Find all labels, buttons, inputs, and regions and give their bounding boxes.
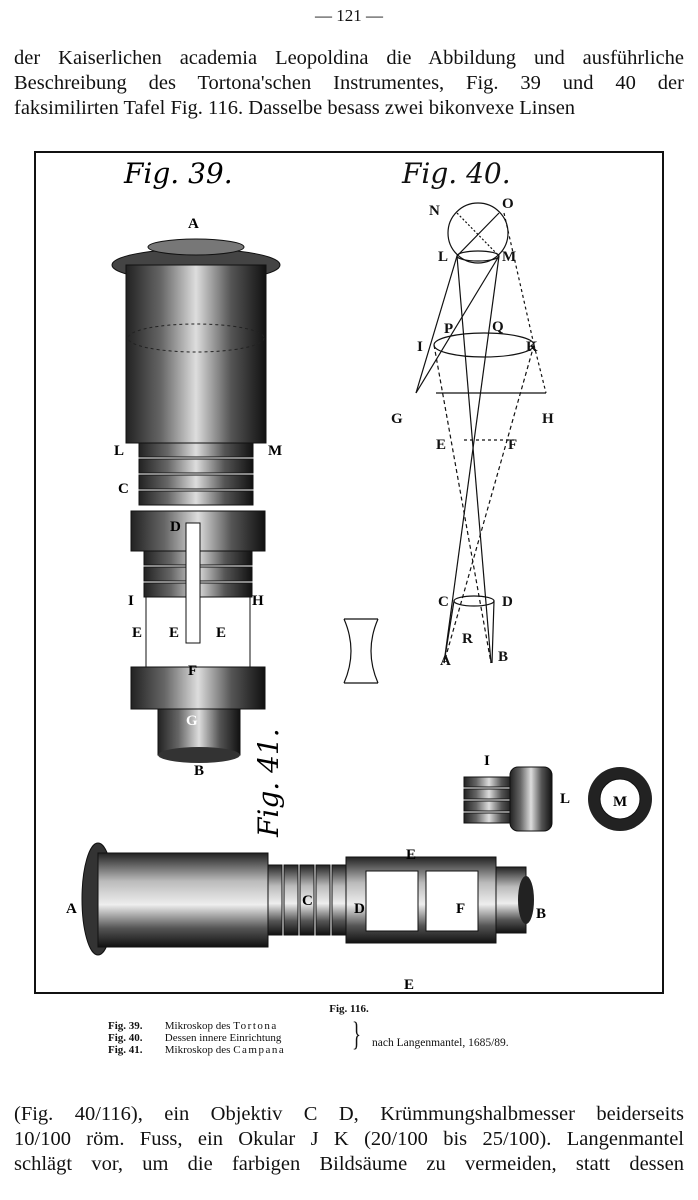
fig39-label: F: [188, 663, 197, 679]
legend-desc: Dessen innere Einrichtung: [164, 1032, 282, 1044]
fig39-title: Fig. 39.: [123, 157, 233, 190]
legend-fig: Fig. 40.: [108, 1032, 143, 1044]
legend-name: Campana: [233, 1044, 286, 1056]
fig39-label: I: [128, 593, 134, 609]
fig40-label: O: [502, 196, 514, 212]
fig39-label: E: [132, 625, 142, 641]
fig40-label: I: [417, 339, 423, 355]
figure-legend: Fig. 39. Mikroskop des Tortona Fig. 40. …: [108, 1020, 285, 1056]
fig40-label: F: [508, 437, 517, 453]
fig39-label: M: [268, 443, 282, 459]
fig40-label: L: [438, 249, 448, 265]
fig41-microscope: Fig. 41. A B E E D F C: [66, 728, 546, 993]
text-line: Beschreibung des Tortona'schen Instrumen…: [14, 72, 684, 94]
fig41-label: E: [406, 847, 416, 863]
fig40-label: R: [462, 631, 473, 647]
bottom-paragraph: (Fig. 40/116), ein Objektiv C D, Krümmun…: [14, 1102, 684, 1177]
legend-source: nach Langenmantel, 1685/89.: [372, 1037, 509, 1049]
legend-name: Tortona: [233, 1020, 278, 1032]
fig39-label: D: [170, 519, 181, 535]
fig40-label: M: [502, 249, 516, 265]
text-line: schlägt vor, um die farbigen Bildsäume z…: [14, 1153, 684, 1175]
legend-desc: Mikroskop des: [164, 1044, 231, 1056]
fig40-title: Fig. 40.: [401, 157, 511, 190]
fig39-label: C: [118, 481, 129, 497]
fig39-label: G: [186, 713, 198, 729]
fig39-label: B: [194, 763, 204, 779]
lens-sketch: [343, 618, 379, 684]
fig39-microscope: Fig. 39. A L M C D I H: [111, 157, 282, 779]
figure-caption: Fig. 116.: [329, 1003, 369, 1015]
fig41-label: A: [66, 901, 77, 917]
fig40-ray-diagram: Fig. 40. N O L M P: [391, 157, 554, 669]
fig39-label: A: [188, 216, 199, 232]
fig41-title: Fig. 41.: [252, 728, 285, 838]
legend-row: Fig. 40. Dessen innere Einrichtung: [108, 1032, 285, 1044]
text-line: faksimilirten Tafel Fig. 116. Dasselbe b…: [14, 97, 576, 119]
fig39-label: H: [252, 593, 264, 609]
fig41-label: C: [302, 893, 313, 909]
legend-row: Fig. 39. Mikroskop des Tortona: [108, 1020, 285, 1032]
plate-drawing: Fig. 39. A L M C D I H: [66, 157, 652, 993]
fig40-label: D: [502, 594, 513, 610]
fig39-label: E: [216, 625, 226, 641]
fig40-label: Q: [492, 319, 504, 335]
page-number: — 121 —: [315, 6, 383, 25]
fig40-label: H: [542, 411, 554, 427]
fig40-label: N: [429, 203, 440, 219]
fig40-label: A: [440, 653, 451, 669]
legend-brace: }: [352, 1016, 361, 1053]
fig40-label: K: [526, 339, 538, 355]
text-line: 10/100 röm. Fuss, ein Okular J K (20/100…: [14, 1128, 684, 1150]
eyepiece-parts: I L M: [463, 753, 652, 832]
fig40-label: B: [498, 649, 508, 665]
fig40-label: E: [436, 437, 446, 453]
legend-fig: Fig. 39.: [108, 1020, 143, 1032]
fig41-label: E: [404, 977, 414, 993]
text-line: der Kaiserlichen academia Leopoldina die…: [14, 47, 684, 69]
text-line: (Fig. 40/116), ein Objektiv C D, Krümmun…: [14, 1103, 684, 1125]
fig40-label: G: [391, 411, 403, 427]
fig41-label: D: [354, 901, 365, 917]
fig39-label: E: [169, 625, 179, 641]
fig40-label: P: [444, 321, 453, 337]
legend-desc: Mikroskop des: [164, 1020, 231, 1032]
figure-plate: Fig. 39. A L M C D I H: [34, 151, 664, 994]
top-paragraph: der Kaiserlichen academia Leopoldina die…: [14, 46, 684, 121]
legend-fig: Fig. 41.: [108, 1044, 143, 1056]
parts-label: I: [484, 753, 490, 769]
parts-label: L: [560, 791, 570, 807]
fig41-label: F: [456, 901, 465, 917]
fig39-label: L: [114, 443, 124, 459]
fig40-label: C: [438, 594, 449, 610]
parts-label: M: [613, 794, 627, 810]
fig41-label: B: [536, 906, 546, 922]
legend-row: Fig. 41. Mikroskop des Campana: [108, 1044, 285, 1056]
